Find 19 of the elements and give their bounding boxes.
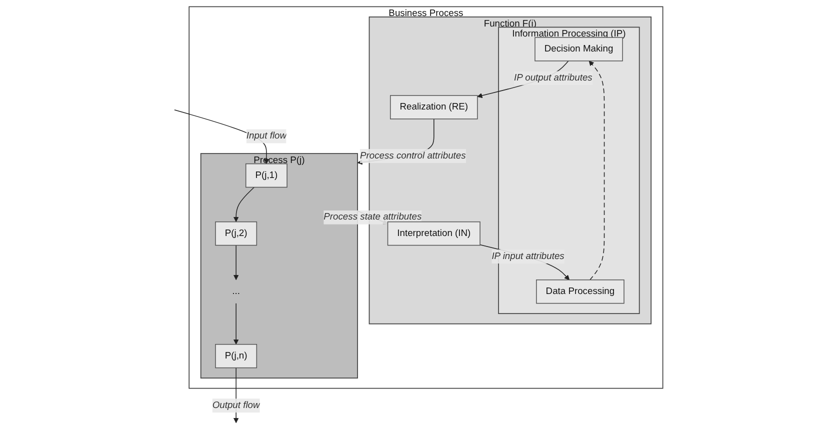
node-box: P(j,2) (214, 221, 257, 246)
node-text: ... (232, 286, 240, 296)
arrow (233, 244, 238, 280)
node-box: Decision Making (534, 37, 623, 62)
arrow (233, 302, 238, 345)
edge-label: Process control attributes (360, 150, 466, 161)
edge-label: IP output attributes (514, 72, 592, 83)
edge-label: Output flow (212, 400, 260, 410)
arrow (233, 186, 254, 222)
edge-label: Input flow (246, 130, 286, 141)
arrow (588, 60, 604, 280)
node-box: Data Processing (536, 280, 624, 304)
edge-label: Process state attributes (323, 212, 422, 222)
edge-label: IP input attributes (491, 251, 564, 262)
arrow (479, 244, 570, 280)
node-box: P(j,1) (245, 163, 288, 188)
node-box: Realization (RE) (390, 95, 478, 120)
node-box: Interpretation (IN) (387, 221, 480, 246)
node-box: P(j,n) (214, 344, 257, 368)
